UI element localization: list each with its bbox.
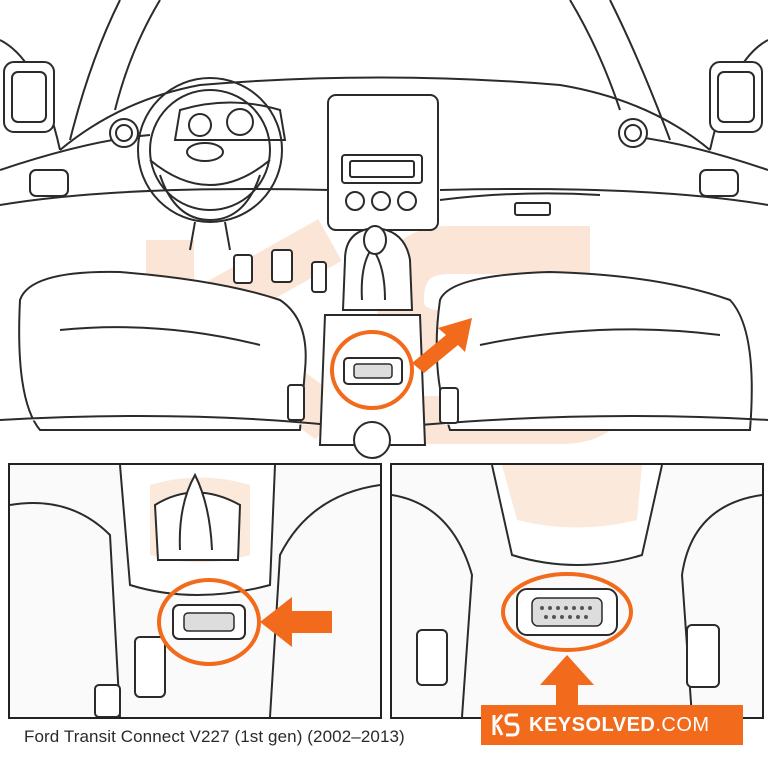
arrow-icon bbox=[260, 597, 332, 647]
arrow-icon bbox=[540, 655, 594, 717]
arrow-icon bbox=[412, 318, 472, 373]
obd-port-icon bbox=[516, 588, 618, 636]
inset-panel-right bbox=[390, 463, 764, 719]
brand-badge: KEYSOLVED.COM bbox=[481, 705, 743, 745]
inset-panel-left bbox=[8, 463, 382, 719]
highlight-circle bbox=[157, 578, 261, 666]
highlight-circle bbox=[501, 572, 633, 652]
vehicle-caption: Ford Transit Connect V227 (1st gen) (200… bbox=[24, 727, 405, 746]
keysolved-logo-icon bbox=[492, 713, 520, 737]
obd-port-icon bbox=[343, 357, 403, 385]
highlight-circle bbox=[330, 330, 414, 410]
obd-port-icon bbox=[172, 604, 246, 640]
brand-name: KEYSOLVED.COM bbox=[529, 713, 710, 736]
